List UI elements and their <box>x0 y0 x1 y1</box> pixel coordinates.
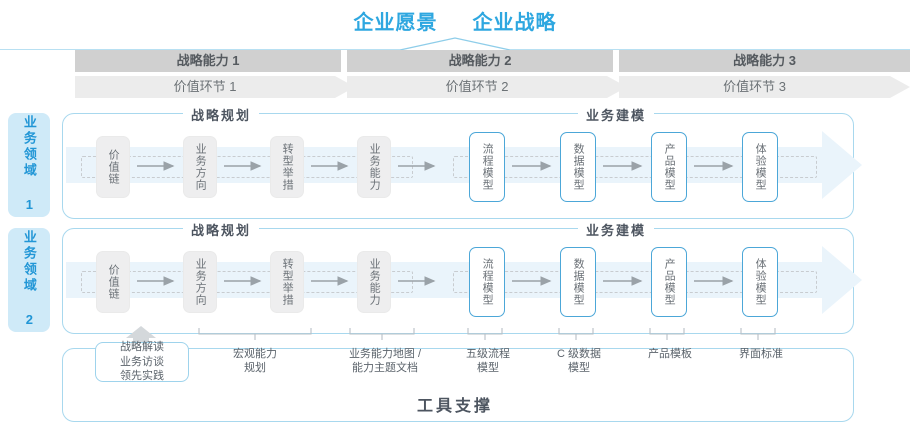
value-link-label-3: 价值环节 3 <box>723 79 786 94</box>
note-label-3: 五级流程模型 <box>466 348 510 374</box>
note-label-4: C 级数据模型 <box>557 348 601 374</box>
process-box-value-chain-1[interactable]: 价值链 <box>96 136 130 198</box>
capability-label-3: 战略能力 3 <box>733 53 796 68</box>
process-box-transformation-1[interactable]: 转型举措 <box>270 136 304 198</box>
process-box-experience-model-1[interactable]: 体验模型 <box>742 132 778 202</box>
process-box-process-model-1[interactable]: 流程模型 <box>469 132 505 202</box>
process-box-business-capability-2[interactable]: 业务能力 <box>357 251 391 313</box>
process-box-data-model-1[interactable]: 数据模型 <box>560 132 596 202</box>
process-box-business-capability-1[interactable]: 业务能力 <box>357 136 391 198</box>
process-box-business-direction-1[interactable]: 业务方向 <box>183 136 217 198</box>
value-link-chevron-2: 价值环节 2 <box>347 76 627 98</box>
capability-label-2: 战略能力 2 <box>448 53 512 68</box>
value-link-chevron-1: 价值环节 1 <box>75 76 355 98</box>
domain-label-1: 业务领域 1 <box>21 115 37 215</box>
domain-tag-1: 业务领域 1 <box>8 113 50 217</box>
dashed-group-modeling-1 <box>453 156 817 178</box>
value-link-chevron-3: 价值环节 3 <box>619 76 910 98</box>
domain-label-2: 业务领域 2 <box>21 230 37 330</box>
flow-arrows-2 <box>137 276 734 286</box>
title-vision: 企业愿景 <box>353 12 438 34</box>
capability-label-1: 战略能力 1 <box>176 53 240 68</box>
note-five-level-process: 五级流程模型 <box>440 348 536 376</box>
capability-bar-3: 战略能力 3 <box>619 50 910 72</box>
process-box-business-direction-2[interactable]: 业务方向 <box>183 251 217 313</box>
process-box-process-model-2[interactable]: 流程模型 <box>469 247 505 317</box>
note-macro-capability: 宏观能力规划 <box>205 348 305 376</box>
note-box-strategy-interpretation[interactable]: 战略解读业务访谈领先实践 <box>95 340 189 383</box>
domain-tag-2: 业务领域 2 <box>8 228 50 332</box>
title-connector-line <box>0 37 910 50</box>
note-label-2: 业务能力地图 /能力主题文档 <box>348 348 422 374</box>
domain-row-1: 战略规划 业务建模 价值链 业务方向 转型举措 业务能力 流程模型 数据模型 产… <box>62 105 862 219</box>
domain-row-2: 战略规划 业务建模 价值链 业务方向 转型举措 业务能力 流程模型 数据模型 产… <box>62 220 862 334</box>
note-label-5: 产品模板 <box>648 348 692 360</box>
dashed-group-planning-1 <box>81 156 413 178</box>
tool-support-title: 工具支撑 <box>416 398 493 415</box>
note-product-template: 产品模板 <box>622 348 718 362</box>
process-box-data-model-2[interactable]: 数据模型 <box>560 247 596 317</box>
dashed-group-planning-2 <box>81 271 413 293</box>
note-c-level-data: C 级数据模型 <box>531 348 627 376</box>
note-ui-standard: 界面标准 <box>713 348 809 362</box>
section-title-modeling-1: 业务建模 <box>578 105 655 124</box>
section-title-planning-1: 战略规划 <box>183 105 260 124</box>
diagram-title: 企业愿景 企业战略 <box>0 6 910 35</box>
value-link-label-1: 价值环节 1 <box>173 79 237 94</box>
note-label-0: 战略解读业务访谈领先实践 <box>120 340 164 383</box>
section-title-planning-2: 战略规划 <box>183 220 260 239</box>
capability-bar-1: 战略能力 1 <box>75 50 341 72</box>
process-box-value-chain-2[interactable]: 价值链 <box>96 251 130 313</box>
process-box-product-model-1[interactable]: 产品模型 <box>651 132 687 202</box>
tool-support-container <box>62 348 854 422</box>
process-box-experience-model-2[interactable]: 体验模型 <box>742 247 778 317</box>
section-title-modeling-2: 业务建模 <box>578 220 655 239</box>
process-box-transformation-2[interactable]: 转型举措 <box>270 251 304 313</box>
dashed-group-modeling-2 <box>453 271 817 293</box>
flow-arrows-1 <box>137 161 734 171</box>
note-label-6: 界面标准 <box>739 348 783 360</box>
process-box-product-model-2[interactable]: 产品模型 <box>651 247 687 317</box>
note-capability-map: 业务能力地图 /能力主题文档 <box>330 348 440 376</box>
note-label-1: 宏观能力规划 <box>233 348 277 374</box>
capability-bar-2: 战略能力 2 <box>347 50 613 72</box>
title-strategy: 企业战略 <box>472 12 557 34</box>
value-link-label-2: 价值环节 2 <box>445 79 509 94</box>
